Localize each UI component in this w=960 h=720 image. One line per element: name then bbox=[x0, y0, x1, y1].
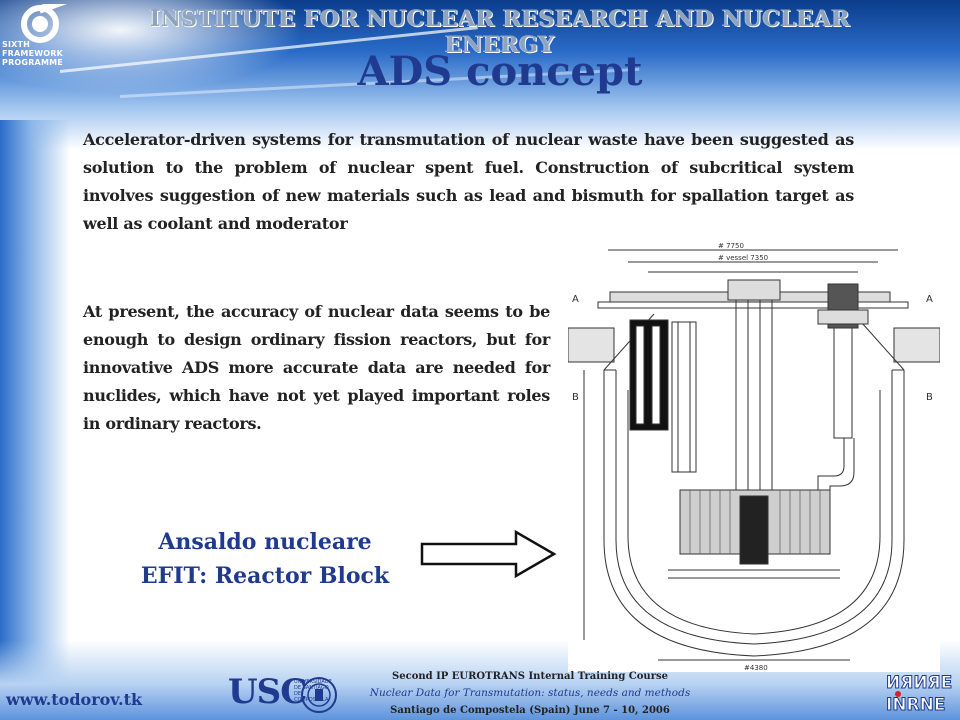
dim-bottom: #4380 bbox=[744, 664, 768, 672]
header-background bbox=[0, 0, 960, 150]
footer-course-title: Second IP EUROTRANS Internal Training Co… bbox=[392, 671, 668, 682]
section-b-right: B bbox=[926, 392, 933, 403]
paragraph-intro: Accelerator-driven systems for transmuta… bbox=[83, 130, 854, 233]
footer-course-info: Second IP EUROTRANS Internal Training Co… bbox=[340, 668, 720, 719]
inrne-logo-bottom: INRNE bbox=[886, 695, 945, 715]
caption-line1: Ansaldo nucleare bbox=[158, 529, 372, 555]
institute-name: INSTITUTE FOR NUCLEAR RESEARCH AND NUCLE… bbox=[149, 6, 851, 58]
university-seal-icon bbox=[301, 677, 337, 713]
dim-top-vessel: # vessel 7350 bbox=[718, 254, 768, 262]
inrne-logo-top: ИЯИЯЕ bbox=[886, 673, 952, 693]
sixth-framework-logo bbox=[21, 4, 69, 43]
arrow-icon bbox=[420, 529, 557, 579]
caption-line2: EFIT: Reactor Block bbox=[140, 563, 390, 589]
section-b-left: B bbox=[572, 392, 579, 403]
dim-top-outer: # 7750 bbox=[718, 242, 744, 250]
programme-caption: SIXTH FRAMEWORK PROGRAMME bbox=[2, 40, 64, 67]
inrne-logo: ИЯИЯЕ INRNE bbox=[886, 673, 953, 716]
reactor-block-diagram: # 7750 # vessel 7350 #4380 A A B B bbox=[568, 240, 940, 672]
footer-course-subtitle: Nuclear Data for Transmutation: status, … bbox=[369, 687, 691, 699]
section-a-left: A bbox=[572, 294, 579, 305]
left-background bbox=[0, 120, 70, 720]
usc-logo: USC bbox=[228, 672, 307, 712]
diagram-caption: Ansaldo nucleare EFIT: Reactor Block bbox=[100, 525, 430, 593]
slide-title: ADS concept bbox=[357, 48, 643, 95]
section-a-right: A bbox=[926, 294, 933, 305]
paragraph-accuracy: At present, the accuracy of nuclear data… bbox=[83, 302, 550, 433]
footer-course-location: Santiago de Compostela (Spain) June 7 - … bbox=[390, 705, 670, 716]
website-link[interactable]: www.todorov.tk bbox=[6, 690, 143, 709]
